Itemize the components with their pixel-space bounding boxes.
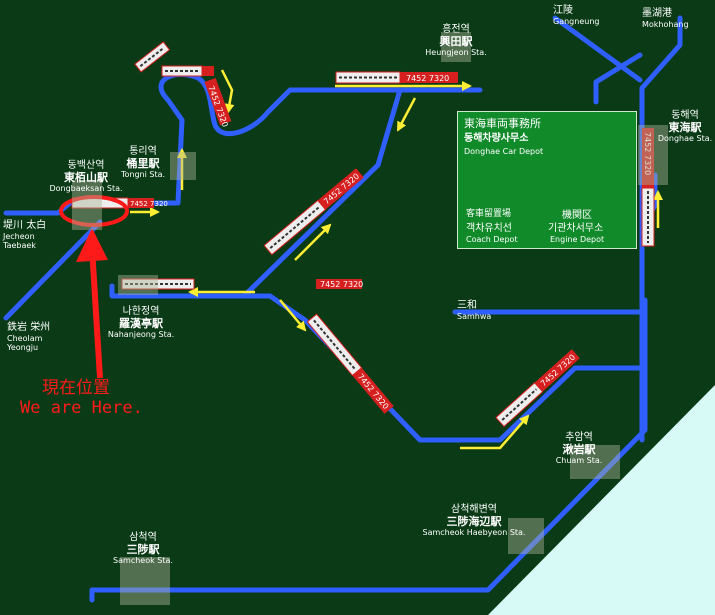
sea xyxy=(488,385,715,615)
train-top-loop xyxy=(161,65,214,77)
dest-samhwa: 三和 Samhwa xyxy=(457,300,491,321)
station-box-donghae xyxy=(638,125,668,185)
dest-mukhohang: 墨湖港 Mokhohang xyxy=(642,8,689,29)
train-number-text: 7452 7320 xyxy=(643,132,652,175)
current-location-marker xyxy=(59,195,129,379)
station-chuam-jp: 湫岩駅 xyxy=(562,442,596,456)
station-box-chuam xyxy=(570,445,620,479)
dest-gangneung-en: Gangneung xyxy=(553,16,600,26)
station-box-dongbaeksan xyxy=(72,180,102,230)
station-donghae-en: Donghae Sta. xyxy=(657,134,713,144)
station-donghae-jp: 東海駅 xyxy=(668,120,702,134)
station-tongni: 통리역 桶里駅 Tongni Sta. xyxy=(113,146,173,179)
station-samcheok: 삼척역 三陟駅 Samcheok Sta. xyxy=(108,532,178,565)
train-switchback xyxy=(134,41,171,73)
station-samcheok-kr: 삼척역 xyxy=(129,532,157,543)
station-nahanjeong-en: Nahanjeong Sta. xyxy=(107,330,175,340)
station-box-heungjeon xyxy=(441,32,471,62)
station-chuam-en: Chuam Sta. xyxy=(555,456,603,466)
current-location-label: 現在位置 We are Here. xyxy=(20,378,143,419)
dest-samhwa-jp: 三和 xyxy=(457,300,477,311)
dest-jecheon-taebaek: 堤川 太白 Jecheon Taebaek xyxy=(3,220,46,250)
station-donghae-kr: 동해역 xyxy=(671,110,699,121)
dest-samhwa-en: Samhwa xyxy=(457,311,492,321)
station-samcheok-haebyeon-en: Samcheok Haebyeon Sta. xyxy=(422,528,526,538)
coach-depot-kr: 객차유치선 xyxy=(466,223,512,234)
station-dongbaeksan-jp: 東栢山駅 xyxy=(64,170,108,184)
coach-depot-jp: 客車留置場 xyxy=(466,209,512,219)
station-samcheok-en: Samcheok Sta. xyxy=(113,556,173,566)
dest-taebaek-jp: 太白 xyxy=(26,220,47,231)
station-donghae: 동해역 東海駅 Donghae Sta. xyxy=(655,110,715,143)
station-chuam-kr: 추암역 xyxy=(565,432,593,443)
track-nahanjeong xyxy=(109,283,273,299)
dest-cheolam-jp: 鉄岩 xyxy=(7,322,27,333)
track-down xyxy=(267,293,645,443)
track-yeongju xyxy=(3,219,103,321)
dest-mukhohang-jp: 墨湖港 xyxy=(642,8,672,19)
station-dongbaeksan-kr: 동백산역 xyxy=(67,160,105,171)
dest-jecheon-en: Jecheon xyxy=(3,231,35,241)
station-dongbaeksan-en: Dongbaeksan Sta. xyxy=(49,184,123,194)
station-samcheok-jp: 三陟駅 xyxy=(126,542,160,556)
train-number-text: 7452 7320 xyxy=(130,200,168,208)
track-gangneung xyxy=(552,15,643,83)
station-nahanjeong: 나한정역 羅漢亭駅 Nahanjeong Sta. xyxy=(100,306,182,339)
depot-title-en: Donghae Car Depot xyxy=(464,147,544,156)
depot-title-jp: 東海車両事務所 xyxy=(464,117,541,130)
current-location-jp: 現在位置 xyxy=(42,378,110,398)
station-heungjeon-en: Heungjeon Sta. xyxy=(425,48,487,58)
train-route-arrows xyxy=(130,69,663,450)
train-number-text: 7452 7320 xyxy=(406,74,449,83)
station-samcheok-haebyeon-jp: 三陟海辺駅 xyxy=(446,514,502,528)
station-box-tongni xyxy=(170,152,196,180)
train-donghae: 7452 7320 xyxy=(641,128,655,247)
station-samcheok-haebyeon-kr: 삼척해변역 xyxy=(451,504,497,515)
dest-gangneung: 江陵 Gangneung xyxy=(553,5,599,26)
train-number-text: 7452 7320 xyxy=(320,280,363,289)
depot-title-kr: 동해차량사무소 xyxy=(464,133,529,144)
dest-cheolam-yeongju: 鉄岩 栄州 Cheolam Yeongju xyxy=(7,322,50,352)
engine-depot-kr: 기관차서무소 xyxy=(548,223,604,234)
engine-depot-en: Engine Depot xyxy=(550,235,605,244)
station-heungjeon-jp: 興田駅 xyxy=(439,34,473,48)
train-down-right: 7452 7320 xyxy=(495,349,580,428)
station-heungjeon: 흥전역 興田駅 Heungjeon Sta. xyxy=(420,24,492,57)
station-box-samcheok-haebyeon xyxy=(508,518,544,554)
dest-yeongju-jp: 栄州 xyxy=(30,322,51,333)
dest-mukhohang-en: Mokhohang xyxy=(642,19,689,29)
station-heungjeon-kr: 흥전역 xyxy=(442,24,470,35)
dest-yeongju-en: Yeongju xyxy=(7,342,39,352)
dest-gangneung-jp: 江陵 xyxy=(553,5,573,16)
current-location-en: We are Here. xyxy=(20,398,143,419)
trains: 7452 7320 7452 7320 7452 7320 7452 7320 … xyxy=(71,41,655,428)
engine-depot-jp: 機関区 xyxy=(562,210,592,221)
coach-depot-en: Coach Depot xyxy=(466,235,518,244)
train-heungjeon: 7452 7320 xyxy=(335,71,458,84)
station-samcheok-haebyeon: 삼척해변역 三陟海辺駅 Samcheok Haebyeon Sta. xyxy=(418,504,530,537)
station-tongni-en: Tongni Sta. xyxy=(120,170,166,180)
train-nahanjeong: 7452 7320 xyxy=(121,278,363,290)
donghae-car-depot: 東海車両事務所 동해차량사무소 Donghae Car Depot 客車留置場 … xyxy=(457,111,637,249)
train-number-text: 7452 7320 xyxy=(356,372,391,411)
train-down-left: 7452 7320 xyxy=(306,313,394,414)
station-box-nahanjeong xyxy=(118,275,158,295)
station-dongbaeksan: 동백산역 東栢山駅 Dongbaeksan Sta. xyxy=(45,160,127,193)
station-chuam: 추암역 湫岩駅 Chuam Sta. xyxy=(548,432,610,465)
dest-taebaek-en: Taebaek xyxy=(3,240,36,250)
dest-cheolam-en: Cheolam xyxy=(7,333,43,343)
track-samhwa-coast xyxy=(89,297,648,603)
track-switchback xyxy=(158,72,483,137)
track-donghae-main xyxy=(639,15,683,443)
station-nahanjeong-jp: 羅漢亭駅 xyxy=(119,316,163,330)
track-heungjeon-nahanjeong xyxy=(242,87,403,298)
station-tongni-jp: 桶里駅 xyxy=(126,156,160,170)
station-box-samcheok xyxy=(120,557,170,605)
dest-jecheon-jp: 堤川 xyxy=(3,220,23,231)
station-tongni-kr: 통리역 xyxy=(129,146,157,157)
track-depot-connector xyxy=(593,52,643,105)
station-nahanjeong-kr: 나한정역 xyxy=(122,306,160,317)
